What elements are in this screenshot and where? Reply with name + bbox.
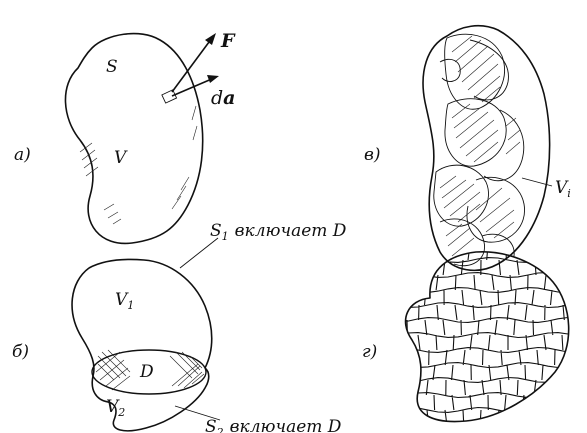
s1-main: S — [210, 221, 222, 241]
s1-caption: S1 включает D — [210, 221, 347, 243]
panel-a: S V F da а) — [14, 30, 236, 243]
panel-v-body-outline — [423, 26, 550, 271]
panel-a-volume-label: V — [114, 148, 128, 168]
area-element-d: d — [211, 87, 223, 109]
s2-text: включает D — [230, 417, 342, 433]
area-element-a: a — [223, 87, 235, 109]
subvolume-piece — [484, 110, 524, 181]
panel-g-letter: г) — [362, 342, 377, 362]
subvolume-hatching — [440, 36, 520, 256]
s1-leader-line — [180, 238, 218, 268]
panel-a-shading — [80, 106, 197, 224]
s1-sub: 1 — [222, 230, 229, 243]
subvolume-piece — [434, 165, 489, 226]
panel-a-body-outline — [65, 34, 202, 244]
force-arrow — [172, 33, 216, 92]
panel-a-letter: а) — [14, 145, 31, 165]
panel-b-letter: б) — [12, 342, 29, 362]
surface-element-patch — [162, 90, 177, 103]
panel-b-top-outline — [72, 259, 212, 376]
panel-g: г) — [362, 243, 580, 433]
s2-caption: S2 включает D — [205, 417, 342, 433]
s1-text: включает D — [235, 221, 347, 241]
area-element-label: da — [211, 87, 235, 109]
panel-b-d-label: D — [139, 362, 154, 382]
force-label: F — [220, 30, 236, 52]
subvolume-piece — [440, 59, 460, 81]
grid-of-cells — [396, 243, 580, 433]
panel-v-letter: в) — [364, 145, 381, 165]
panel-v: Vi в) — [364, 26, 571, 271]
panel-b-v1-label: V1 — [115, 290, 134, 312]
grid-cell-lines — [396, 243, 580, 433]
panel-a-surface-label: S — [106, 57, 118, 77]
s2-sub: 2 — [216, 426, 224, 433]
panel-b-v2-label: V2 — [106, 397, 125, 419]
v1-sub: 1 — [127, 299, 134, 312]
vi-label-sub: i — [567, 187, 571, 200]
s2-main: S — [205, 417, 217, 433]
v2-sub: 2 — [117, 406, 125, 419]
vi-label: Vi — [555, 178, 571, 200]
